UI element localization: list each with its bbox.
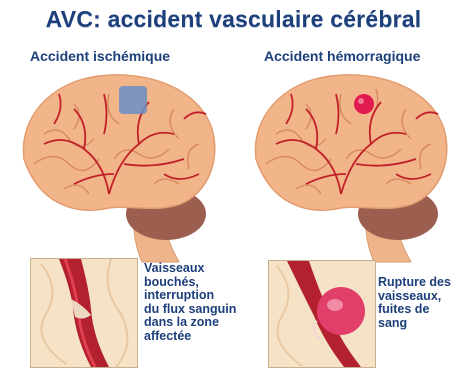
hemorrhagic-brain-illustration — [246, 64, 456, 264]
diagram-title: AVC: accident vasculaire cérébral — [0, 6, 467, 33]
hemorrhagic-subtitle: Accident hémorragique — [264, 48, 420, 64]
ischemic-zone — [119, 86, 147, 114]
ischemic-description: Vaisseaux bouchés, interruption du flux … — [144, 262, 262, 343]
cerebrum — [255, 75, 446, 210]
hemorrhage-spot — [354, 94, 374, 114]
ischemic-subtitle: Accident ischémique — [30, 48, 170, 64]
ruptured-vessel-illustration — [268, 260, 376, 368]
blocked-vessel-illustration — [30, 258, 138, 368]
hemorrhagic-description: Rupture des vaisseaux, fuites de sang — [378, 276, 467, 330]
ischemic-brain-illustration — [14, 64, 224, 264]
aneurysm-bulge — [317, 287, 365, 335]
